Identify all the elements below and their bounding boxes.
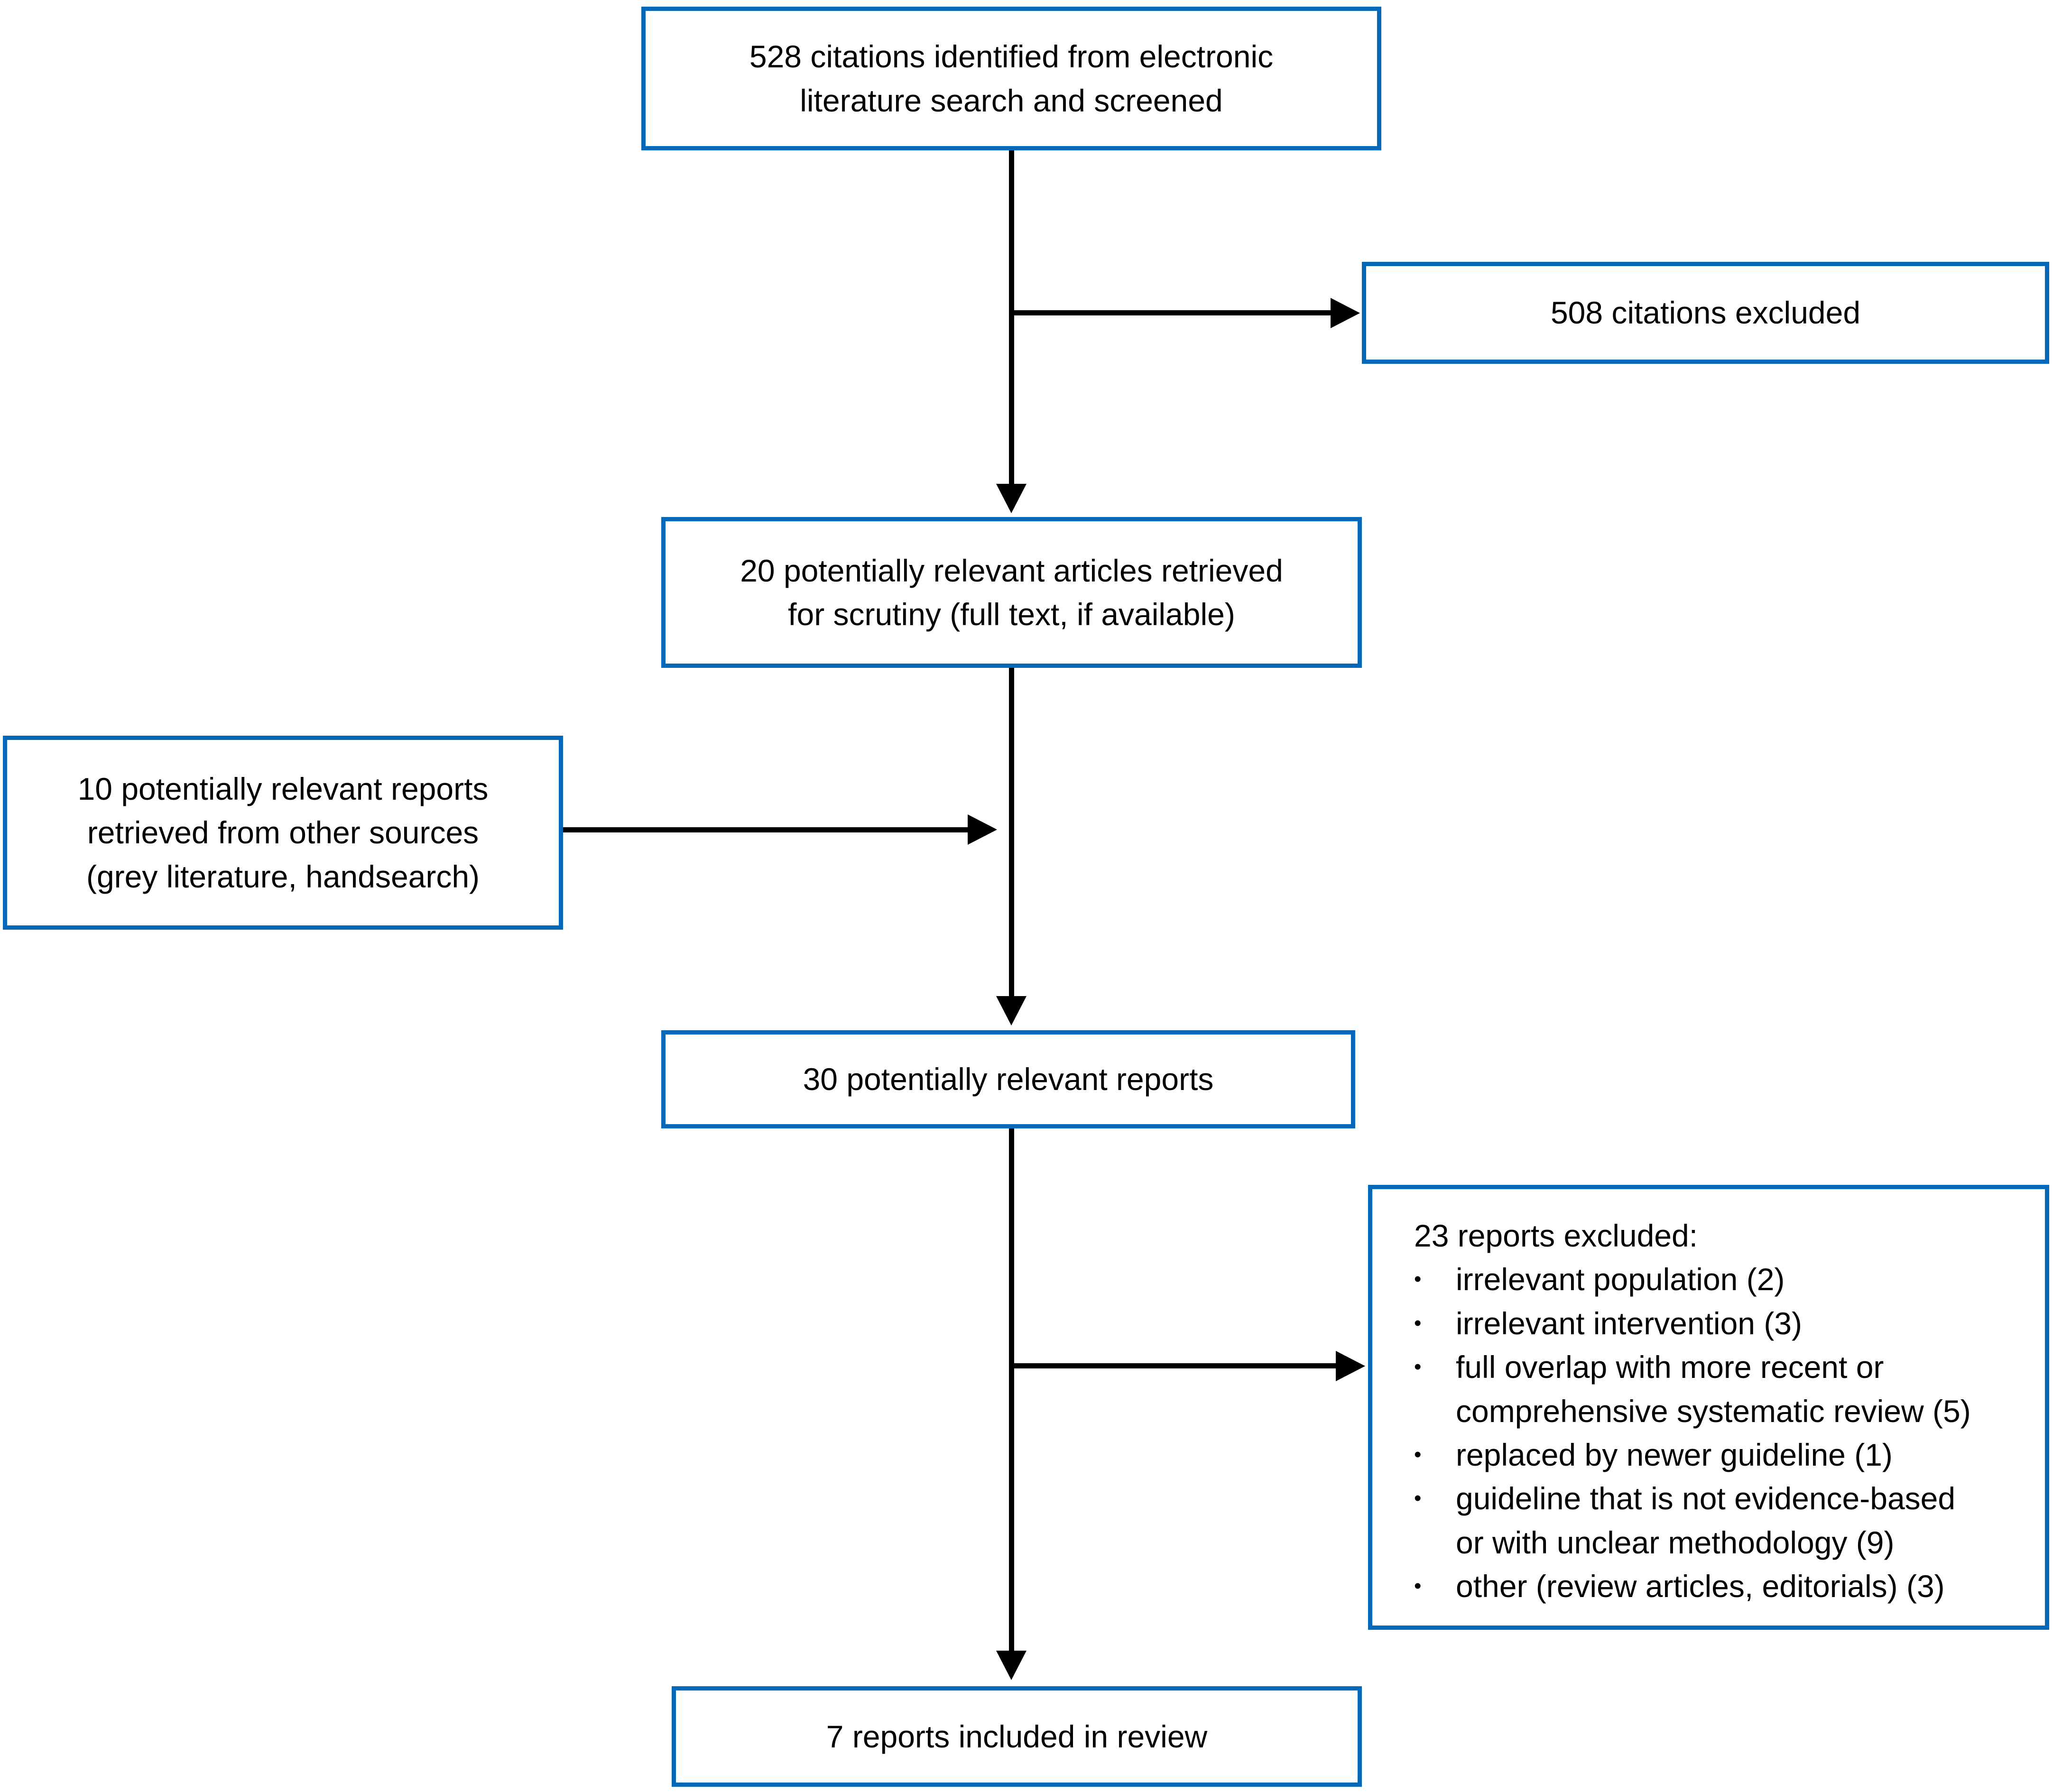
arrow-down-icon [996, 996, 1026, 1025]
box-citations-excluded: 508 citations excluded [1362, 262, 2049, 364]
box-citations-identified-label: 528 citations identified from electronic… [749, 39, 1274, 118]
bullet-icon: • [1414, 1574, 1422, 1598]
box-articles-retrieved: 20 potentially relevant articles retriev… [661, 517, 1362, 668]
list-item: • replaced by newer guideline (1) [1414, 1433, 1893, 1477]
list-item: • other (review articles, editorials) (3… [1414, 1564, 1945, 1608]
bullet-icon: • [1414, 1355, 1422, 1379]
arrow-down-icon [996, 484, 1026, 513]
box-relevant-reports: 30 potentially relevant reports [661, 1030, 1355, 1128]
box-articles-retrieved-label: 20 potentially relevant articles retriev… [740, 553, 1283, 632]
box-citations-identified: 528 citations identified from electronic… [641, 7, 1381, 150]
connector-other-sources-to-main [563, 827, 968, 832]
arrow-right-icon [968, 814, 997, 845]
connector-relevant-to-included [1009, 1128, 1014, 1651]
arrow-right-icon [1331, 298, 1360, 328]
reports-excluded-title: 23 reports excluded: [1414, 1218, 1698, 1253]
excluded-reason: irrelevant intervention (3) [1456, 1305, 1802, 1341]
bullet-icon: • [1414, 1442, 1422, 1466]
excluded-reason: replaced by newer guideline (1) [1456, 1437, 1893, 1472]
bullet-icon: • [1414, 1267, 1422, 1291]
excluded-reason: other (review articles, editorials) (3) [1456, 1569, 1945, 1604]
box-relevant-reports-label: 30 potentially relevant reports [803, 1062, 1214, 1097]
connector-branch-to-excluded1 [1011, 310, 1331, 315]
connector-retrieved-to-relevant [1009, 668, 1014, 996]
arrow-right-icon [1336, 1351, 1365, 1381]
list-item: • full overlap with more recent or compr… [1414, 1345, 1971, 1433]
connector-identified-to-retrieved [1009, 150, 1014, 484]
list-item: • irrelevant intervention (3) [1414, 1302, 1802, 1345]
box-other-sources-label: 10 potentially relevant reports retrieve… [77, 771, 489, 894]
box-reports-excluded: 23 reports excluded: • irrelevant popula… [1368, 1185, 2049, 1630]
bullet-icon: • [1414, 1311, 1422, 1335]
excluded-reason: guideline that is not evidence-based or … [1456, 1481, 1956, 1560]
box-other-sources: 10 potentially relevant reports retrieve… [3, 736, 563, 930]
list-item: • irrelevant population (2) [1414, 1257, 1785, 1301]
box-citations-excluded-label: 508 citations excluded [1550, 295, 1861, 331]
connector-branch-to-excluded2 [1011, 1363, 1336, 1368]
box-reports-included: 7 reports included in review [672, 1686, 1362, 1787]
bullet-icon: • [1414, 1487, 1422, 1510]
list-item: • guideline that is not evidence-based o… [1414, 1477, 1955, 1564]
box-reports-included-label: 7 reports included in review [826, 1718, 1208, 1754]
arrow-down-icon [996, 1651, 1026, 1680]
excluded-reason: irrelevant population (2) [1456, 1262, 1785, 1297]
excluded-reason: full overlap with more recent or compreh… [1456, 1349, 1971, 1429]
